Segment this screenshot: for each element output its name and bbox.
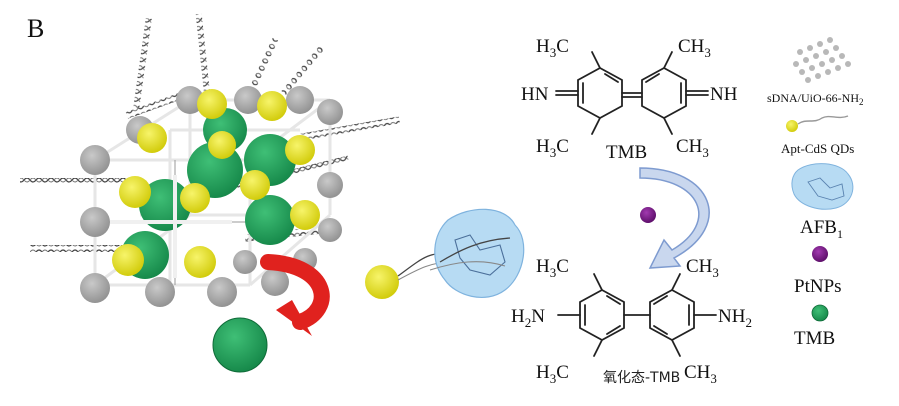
tmb-bottom-methyl-bl: H3C: [536, 362, 569, 386]
conversion-arrow: [639, 167, 710, 269]
qd-afb-complex: [365, 208, 525, 299]
tmb-top-name: TMB: [606, 142, 647, 163]
mof-framework: [20, 13, 400, 307]
tmb-bottom-methyl-br: CH3: [684, 362, 717, 386]
tmb-bottom-amine-right: NH2: [718, 306, 752, 330]
tmb-bottom-name: 氧化态-TMB: [603, 370, 680, 386]
legend-tmb-icon: [811, 304, 829, 322]
legend-qd-label: Apt-CdS QDs: [781, 141, 854, 156]
released-tmb-sphere: [212, 317, 268, 373]
tmb-top-methyl-tl: H3C: [536, 36, 569, 60]
tmb-bottom-methyl-tl: H3C: [536, 256, 569, 280]
legend-afb-icon: [791, 163, 854, 210]
panel-label: B: [27, 14, 45, 43]
ptnp-catalyst: [640, 207, 656, 223]
legend-ptnp-label: PtNPs: [794, 276, 842, 297]
legend-afb-label: AFB1: [800, 217, 843, 241]
tmb-top-methyl-br: CH3: [676, 136, 709, 160]
tmb-structure-bottom: [557, 273, 717, 357]
yellow-spheres: [112, 89, 320, 278]
tmb-top-imine-left: HN: [521, 84, 549, 105]
release-arrow: [260, 254, 330, 336]
tmb-bottom-methyl-tr: CH3: [686, 256, 719, 280]
legend-tmb-label: TMB: [794, 328, 835, 349]
tmb-top-imine-right: NH: [710, 84, 738, 105]
legend-mof-label: sDNA/UiO-66-NH2: [767, 91, 864, 107]
front-lattice: [110, 175, 232, 278]
tmb-bottom-amine-left: H2N: [511, 306, 545, 330]
legend-ptnp-icon: [812, 246, 828, 262]
tmb-top-methyl-bl: H3C: [536, 136, 569, 160]
gray-spheres: [80, 86, 343, 307]
tmb-top-methyl-tr: CH3: [678, 36, 711, 60]
legend-qd-icon: [786, 115, 849, 132]
legend-mof-icon: [793, 37, 851, 83]
tmb-structure-top: [555, 51, 709, 135]
legend: sDNA/UiO-66-NH2 Apt-CdS QDs AFB1 PtNPs T…: [767, 37, 864, 349]
